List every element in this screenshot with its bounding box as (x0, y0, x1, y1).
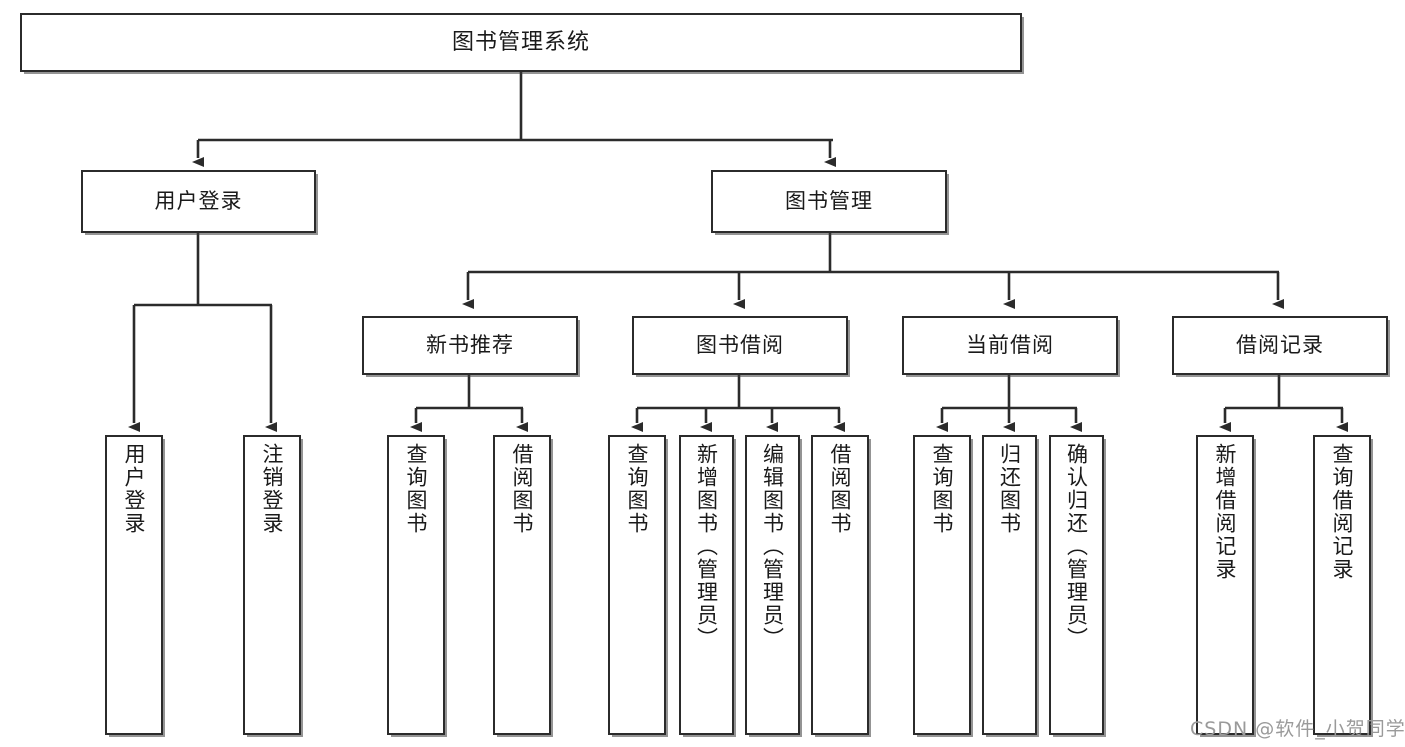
node-root-system[interactable]: 图书管理系统 (20, 13, 1022, 72)
csdn-watermark: CSDN @软件_小贺同学 (1190, 718, 1405, 740)
node-label: 新书推荐 (426, 333, 514, 358)
node-label: 图书管理 (785, 189, 873, 214)
node-borrow-record[interactable]: 借阅记录 (1172, 316, 1388, 375)
leaf-add-record[interactable]: 新增借阅记录 (1196, 435, 1254, 735)
leaf-borrow-book-1[interactable]: 借阅图书 (493, 435, 551, 735)
leaf-edit-book[interactable]: 编辑图书（管理员） (745, 435, 800, 735)
node-label: 图书借阅 (696, 333, 784, 358)
node-label: 查询图书 (404, 443, 429, 535)
leaf-confirm-return[interactable]: 确认归还（管理员） (1049, 435, 1104, 735)
node-label: 借阅记录 (1236, 333, 1324, 358)
node-label: 新增借阅记录 (1213, 443, 1238, 581)
node-book-management[interactable]: 图书管理 (711, 170, 947, 233)
node-label: 借阅图书 (828, 443, 853, 535)
node-label: 用户登录 (122, 443, 147, 535)
node-user-login[interactable]: 用户登录 (81, 170, 316, 233)
node-label: 当前借阅 (966, 333, 1054, 358)
leaf-add-book[interactable]: 新增图书（管理员） (679, 435, 734, 735)
leaf-query-book-1[interactable]: 查询图书 (387, 435, 445, 735)
node-label: 注销登录 (260, 443, 285, 535)
leaf-logout-login[interactable]: 注销登录 (243, 435, 301, 735)
node-label: 用户登录 (154, 189, 243, 214)
node-label: 查询图书 (625, 443, 650, 535)
node-label: 新增图书（管理员） (694, 443, 719, 650)
node-book-borrow[interactable]: 图书借阅 (632, 316, 848, 375)
leaf-query-book-2[interactable]: 查询图书 (608, 435, 666, 735)
node-label: 归还图书 (997, 443, 1022, 535)
node-new-book-recommend[interactable]: 新书推荐 (362, 316, 578, 375)
leaf-query-book-3[interactable]: 查询图书 (913, 435, 971, 735)
leaf-return-book[interactable]: 归还图书 (982, 435, 1037, 735)
node-current-borrow[interactable]: 当前借阅 (902, 316, 1118, 375)
node-label: 编辑图书（管理员） (760, 443, 785, 650)
node-label: 查询借阅记录 (1330, 443, 1355, 581)
node-label: 查询图书 (930, 443, 955, 535)
node-label: 图书管理系统 (451, 29, 590, 55)
leaf-user-login[interactable]: 用户登录 (105, 435, 163, 735)
leaf-borrow-book-2[interactable]: 借阅图书 (811, 435, 869, 735)
node-label: 借阅图书 (510, 443, 535, 535)
leaf-query-record[interactable]: 查询借阅记录 (1313, 435, 1371, 735)
node-label: 确认归还（管理员） (1064, 443, 1089, 650)
